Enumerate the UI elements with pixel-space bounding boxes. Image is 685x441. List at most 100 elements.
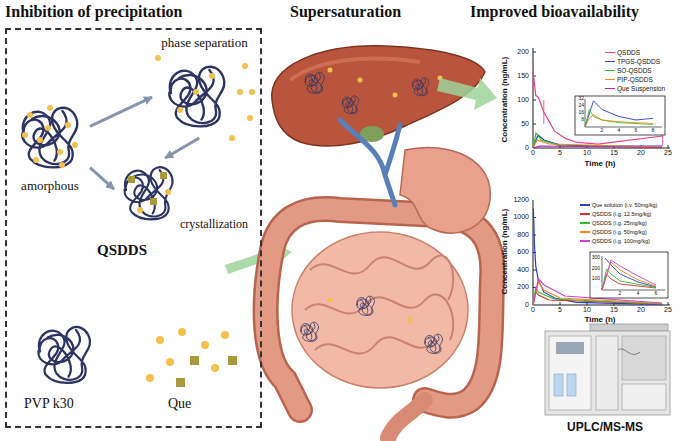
legend-text: TPGS-QSDDS	[617, 58, 660, 65]
polymer-state: crystallization	[114, 158, 260, 236]
legend-text: QSDDS (i.g. 12.5mg/kg)	[592, 211, 651, 217]
organ-illustration	[266, 46, 493, 438]
tick-label: 6	[635, 128, 638, 134]
legend-swatch	[580, 240, 590, 242]
tick-label: 600	[517, 248, 529, 256]
tick-label: 5	[558, 306, 562, 314]
tick-label: 24	[578, 103, 584, 109]
transition-arrow	[165, 138, 199, 158]
tick-label: 0	[525, 144, 529, 152]
legend-row: Que	[168, 396, 191, 412]
tick-label: 20	[637, 149, 645, 157]
legend-row: QSDDS (i.g. 25mg/kg)	[580, 220, 647, 226]
uplc-instrument	[545, 324, 670, 415]
tick-label: 800	[517, 231, 529, 239]
state-label: QSDDS	[97, 242, 147, 259]
tick-label: 6	[655, 291, 658, 297]
legend-text: QSDDS (i.g. 25mg/kg)	[592, 220, 647, 226]
section-heading: Improved bioavailability	[470, 3, 639, 21]
legend-swatch	[580, 213, 590, 215]
legend-row: QSDDS (i.g. 50mg/kg)	[580, 229, 647, 235]
legend-swatch	[605, 61, 615, 63]
state-label: crystallization	[180, 218, 248, 232]
section-heading: Supersaturation	[290, 3, 401, 21]
legend-text: SO-QSDDS	[617, 67, 652, 74]
tick-label: 200	[592, 266, 600, 272]
legend-text: Que Suspension	[617, 85, 665, 92]
tick-label: 20	[637, 306, 645, 314]
tick-label: 10	[583, 149, 591, 157]
polymer-state: amorphous	[10, 97, 90, 195]
tick-label: 8	[652, 128, 655, 134]
tick-label: 8	[581, 117, 584, 123]
state-label: amorphous	[21, 179, 79, 194]
section-heading: UPLC/MS-MS	[567, 421, 643, 435]
legend-row: TPGS-QSDDS	[605, 58, 660, 65]
que-crystals	[128, 172, 171, 213]
tick-label: 1200	[513, 196, 529, 204]
legend-row: Que Suspension	[605, 85, 665, 92]
tick-label: 0	[525, 301, 529, 309]
tick-label: Time (h)	[585, 315, 616, 324]
tick-label: 15	[610, 149, 618, 157]
polymer-tangle	[125, 167, 173, 219]
tick-label: 50	[521, 120, 529, 128]
polymer-state: phase separation	[152, 36, 257, 138]
tick-label: 100	[592, 276, 600, 282]
tick-label: 25	[664, 149, 672, 157]
tick-label: 300	[592, 255, 600, 261]
pvp-symbol	[38, 327, 90, 383]
tick-label: 15	[610, 306, 618, 314]
transition-arrow	[90, 97, 152, 126]
legend-text: QSDDS (i.g. 50mg/kg)	[592, 229, 647, 235]
legend-swatch	[580, 204, 590, 206]
legend-row: SO-QSDDS	[605, 67, 652, 74]
legend-swatch	[580, 231, 590, 233]
tick-label: 2	[601, 128, 604, 134]
tick-label: 2	[619, 291, 622, 297]
pk-chart	[533, 48, 670, 148]
legend-row: PIP-QSDDS	[605, 76, 653, 83]
tick-label: 200	[517, 48, 529, 56]
legend-row: Que solution (i.v. 50mg/kg)	[580, 202, 657, 208]
legend-text: PVP k30	[24, 396, 74, 412]
que-dots	[155, 55, 255, 141]
tick-label: 32	[578, 96, 584, 102]
legend-text: QSDDS (i.g. 100mg/kg)	[592, 238, 650, 244]
legend-swatch	[605, 79, 615, 81]
tick-label: 4	[618, 128, 621, 134]
tick-label: 16	[578, 110, 584, 116]
legend-swatch	[605, 52, 615, 54]
state-label: phase separation	[161, 36, 247, 51]
tick-label: 100	[517, 96, 529, 104]
polymer-tangle	[169, 67, 224, 127]
tick-label: Time (h)	[585, 159, 616, 168]
legend-text: Que solution (i.v. 50mg/kg)	[592, 202, 657, 208]
section-heading: Inhibition of precipitation	[5, 3, 183, 21]
tick-label: 10	[583, 306, 591, 314]
legend-text: PIP-QSDDS	[617, 76, 653, 83]
pk-chart	[533, 200, 670, 305]
legend-text: QSDDS	[617, 49, 640, 56]
polymer-tangle	[22, 108, 77, 168]
legend-swatch	[605, 88, 615, 90]
legend-row: QSDDS (i.g. 12.5mg/kg)	[580, 211, 651, 217]
tick-label: 400	[517, 266, 529, 274]
que-dots	[22, 105, 78, 168]
flow-arrow	[437, 78, 497, 110]
tick-label: 25	[664, 306, 672, 314]
tick-label: 4	[637, 291, 640, 297]
legend-text: Que	[168, 396, 191, 412]
legend-row: QSDDS	[605, 49, 640, 56]
tick-label: 150	[517, 72, 529, 80]
tick-label: 0	[531, 149, 535, 157]
axis-title: Concentration (ng/mL)	[500, 209, 509, 295]
legend-swatch	[605, 70, 615, 72]
legend-row: QSDDS (i.g. 100mg/kg)	[580, 238, 650, 244]
transition-arrow	[90, 168, 114, 190]
dashed-panel: QSDDS amorphous phase separation crystalliz…	[5, 28, 262, 428]
que-symbol	[146, 328, 237, 387]
axis-title: Concentration (ng/mL)	[500, 57, 509, 143]
